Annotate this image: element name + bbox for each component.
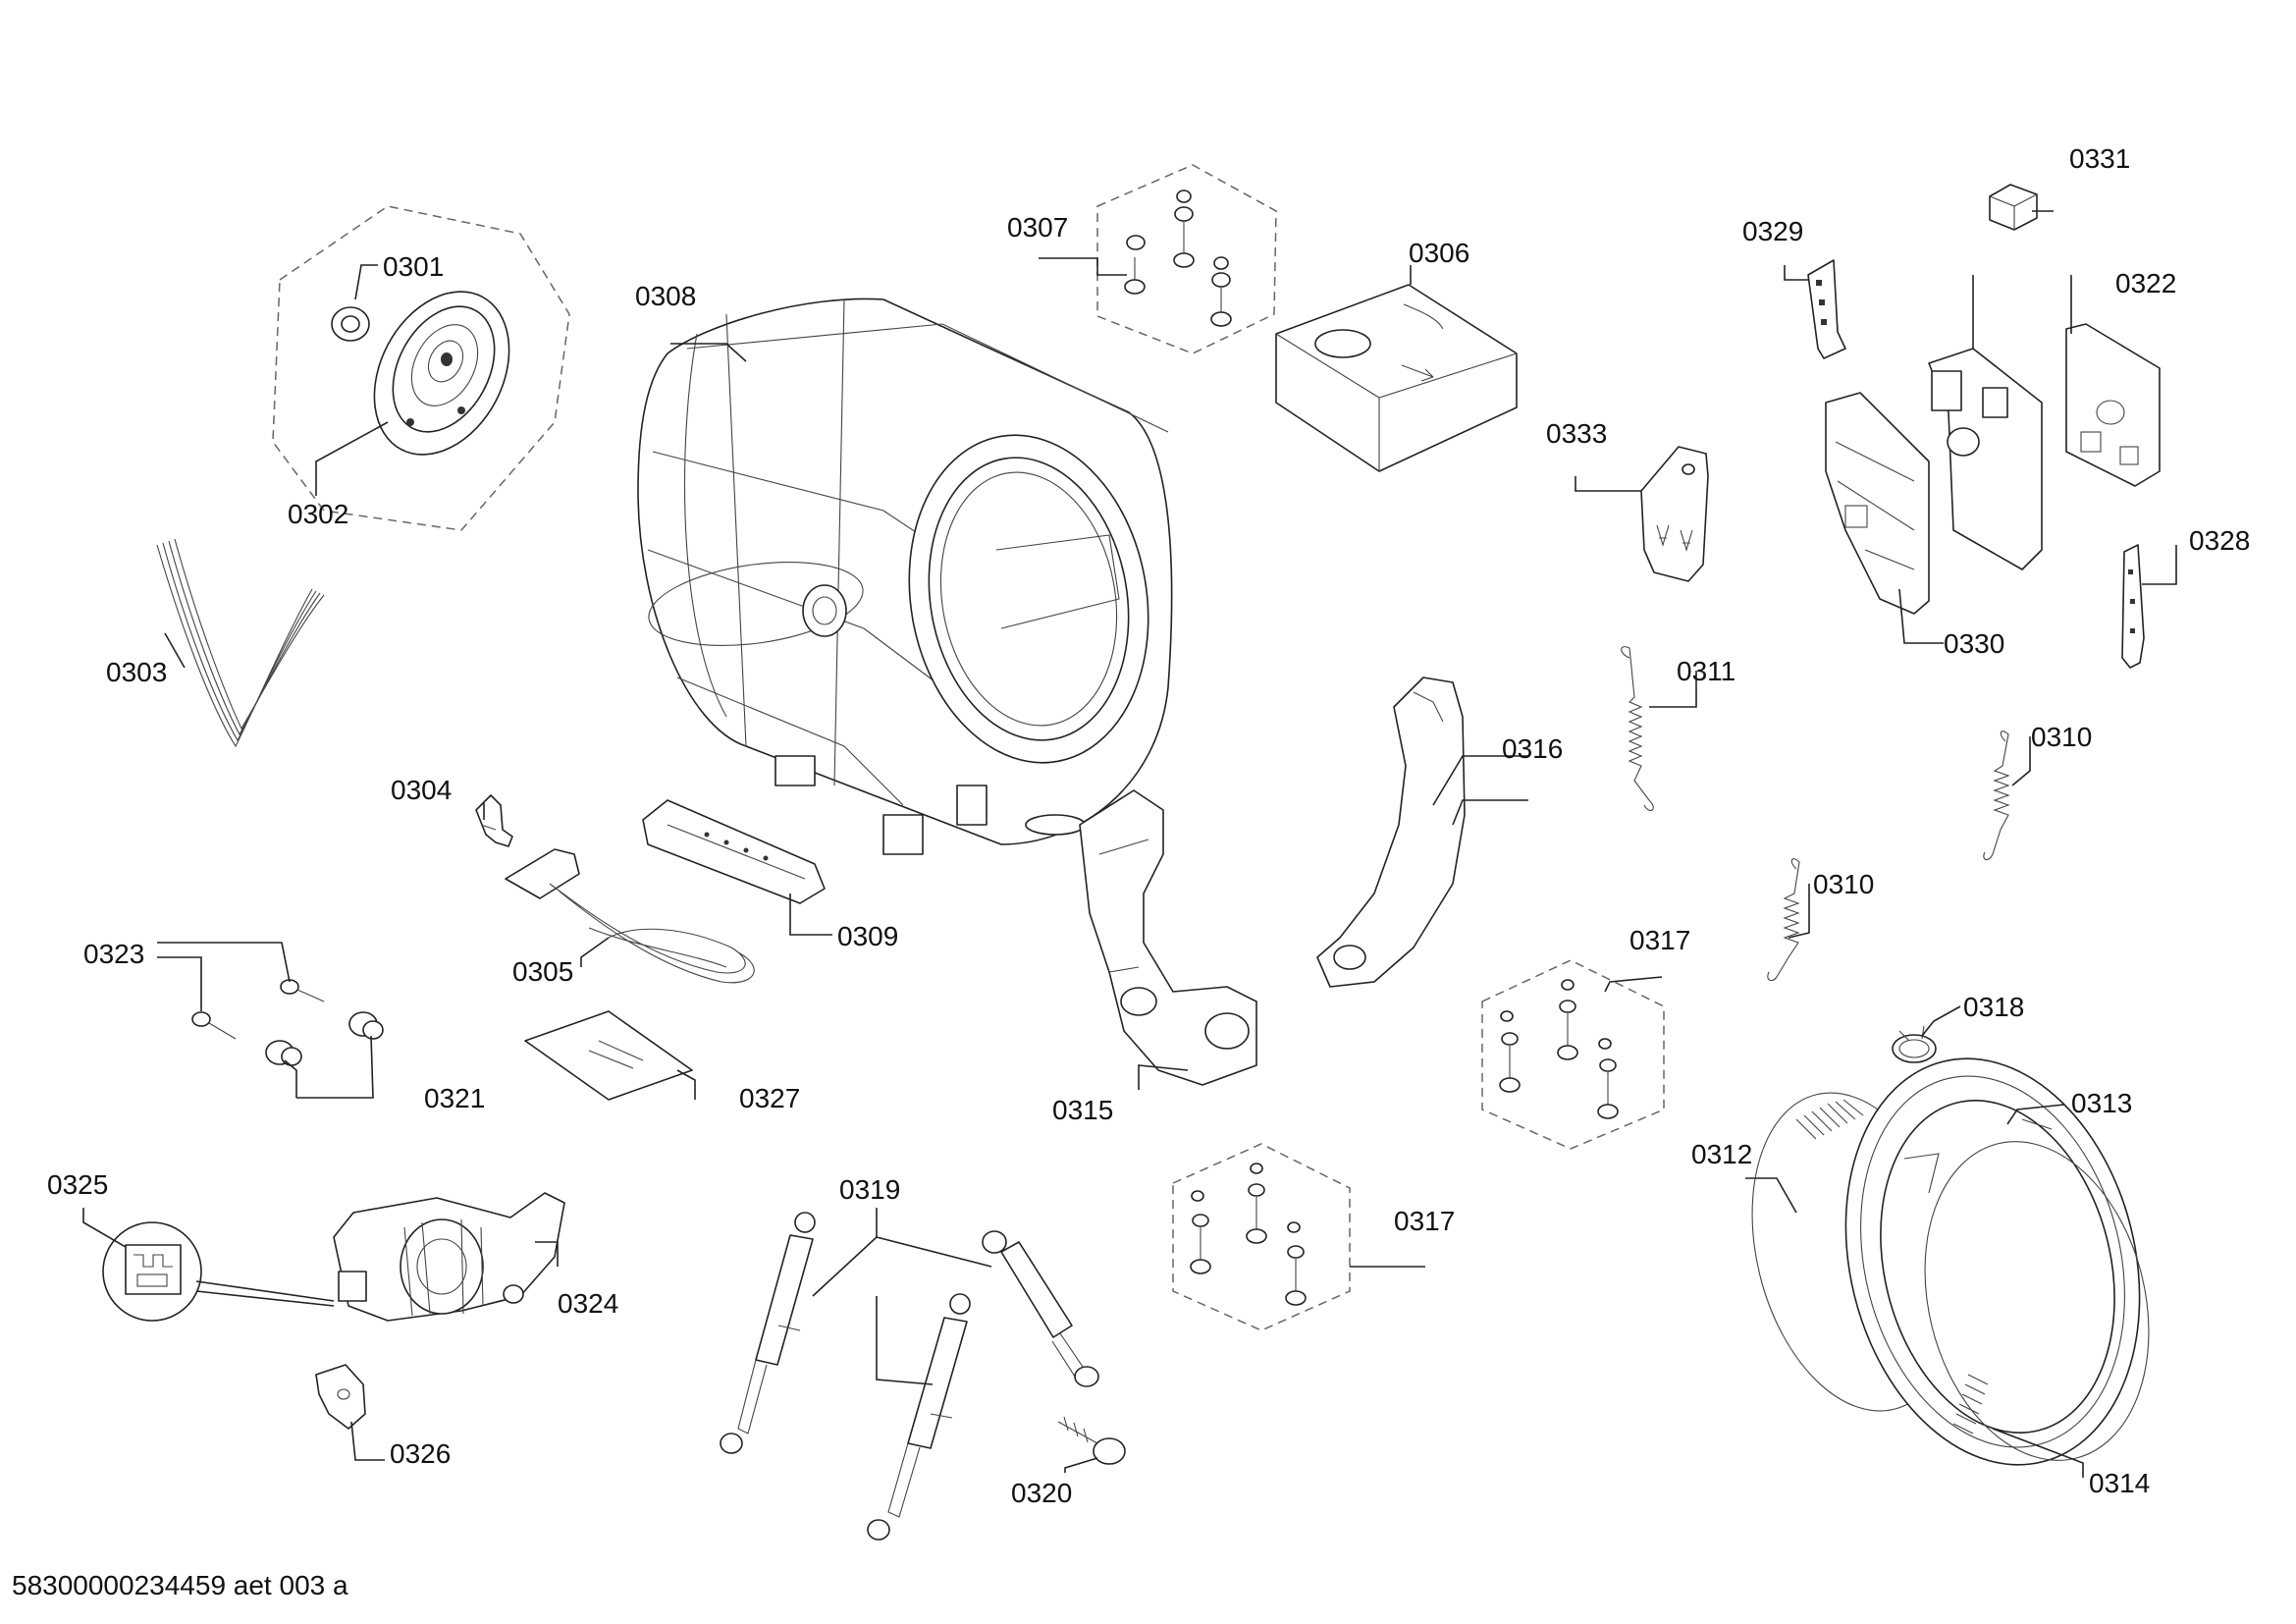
screw-0317a-2 — [1557, 979, 1578, 1060]
label-0333: 0333 — [1546, 418, 1607, 449]
baffle-0309 — [642, 799, 826, 904]
label-0305: 0305 — [512, 956, 573, 987]
group-outline-0317b — [1172, 1143, 1351, 1331]
label-0306: 0306 — [1409, 238, 1469, 268]
screw-0317a-1 — [1499, 1010, 1521, 1093]
label-0316: 0316 — [1502, 733, 1563, 764]
pulley-nut — [331, 306, 370, 342]
group-outline-0317a — [1481, 959, 1665, 1150]
shock-absorbers — [720, 1212, 1099, 1541]
label-0321: 0321 — [424, 1083, 485, 1113]
screw-0317b-1 — [1190, 1190, 1211, 1274]
module-housing-0330 — [1825, 392, 1930, 615]
label-0331: 0331 — [2069, 143, 2130, 174]
counterweight-right — [1316, 677, 1466, 988]
screw-0317b-2 — [1246, 1163, 1267, 1244]
spring-0311 — [1621, 646, 1654, 811]
screw-1 — [1124, 235, 1146, 295]
tub-assembly — [637, 298, 1173, 855]
motor-0324 — [333, 1192, 565, 1322]
label-0323: 0323 — [83, 939, 144, 969]
temperature-sensor — [475, 794, 513, 847]
label-0309: 0309 — [837, 921, 898, 951]
door-seal-group — [1751, 1057, 2150, 1466]
clip-0326 — [315, 1364, 366, 1430]
callout-labels: 0301 0302 0303 0304 0305 0306 0307 0308 … — [47, 143, 2250, 1508]
label-0312: 0312 — [1691, 1139, 1752, 1169]
drive-belt — [156, 538, 325, 748]
connector-0331 — [1989, 184, 2038, 231]
counterweight-block — [1275, 284, 1518, 472]
connector-detail-0325 — [102, 1221, 202, 1322]
label-0310-lower: 0310 — [1813, 869, 1874, 899]
label-0317-lower: 0317 — [1394, 1206, 1455, 1236]
label-0307: 0307 — [1007, 212, 1068, 243]
label-0318: 0318 — [1963, 992, 2024, 1022]
screw-0320 — [1057, 1416, 1126, 1465]
screw-group-0307 — [1096, 164, 1277, 354]
hose-clamp — [1892, 1025, 1937, 1063]
label-0301: 0301 — [383, 251, 444, 282]
label-0320: 0320 — [1011, 1478, 1072, 1508]
screw-0323b — [191, 1011, 237, 1040]
bracket-plate — [1640, 446, 1709, 582]
label-0328: 0328 — [2189, 525, 2250, 556]
label-0303: 0303 — [106, 657, 167, 687]
spring-0310b — [1767, 858, 1800, 982]
screw-3 — [1210, 256, 1232, 327]
screw-2 — [1173, 189, 1195, 268]
label-0327: 0327 — [739, 1083, 800, 1113]
drawing-reference: 58300000234459 aet 003 a — [12, 1570, 348, 1600]
counterweight-left — [1079, 789, 1257, 1086]
screw-0317a-3 — [1597, 1038, 1619, 1119]
screw-0317b-3 — [1285, 1221, 1307, 1306]
label-0315: 0315 — [1052, 1095, 1113, 1125]
label-0302: 0302 — [288, 499, 348, 529]
label-0322: 0322 — [2115, 268, 2176, 298]
screws-and-feet — [191, 979, 384, 1066]
foot-0321b — [348, 1011, 384, 1040]
shock-absorber-2 — [867, 1293, 971, 1541]
leader-lines — [82, 210, 2177, 1478]
label-0324: 0324 — [558, 1288, 618, 1319]
label-0325: 0325 — [47, 1169, 108, 1200]
seal-wire-0314 — [1924, 1141, 2150, 1461]
label-0314: 0314 — [2089, 1468, 2150, 1498]
label-0308: 0308 — [635, 281, 696, 311]
shock-absorber-3 — [982, 1230, 1099, 1387]
label-0326: 0326 — [390, 1438, 451, 1469]
foot-0321a — [265, 1040, 302, 1066]
label-0313: 0313 — [2071, 1088, 2132, 1118]
label-0330: 0330 — [1944, 628, 2004, 659]
instruction-sheet — [524, 1010, 693, 1101]
label-0317-upper: 0317 — [1629, 925, 1690, 955]
heating-element — [505, 848, 755, 984]
group-outline-0307 — [1096, 164, 1277, 354]
label-0304: 0304 — [391, 775, 452, 805]
connector-strip-0329 — [1807, 259, 1846, 359]
label-0311: 0311 — [1677, 656, 1735, 686]
connector-strip-0328 — [2121, 544, 2145, 669]
label-0329: 0329 — [1742, 216, 1803, 246]
spring-0310a — [1983, 731, 2010, 861]
pulley-group — [272, 205, 570, 531]
motor-group — [102, 1192, 565, 1322]
label-0319: 0319 — [839, 1174, 900, 1205]
screw-group-0317a — [1481, 959, 1665, 1150]
shock-absorber-1 — [720, 1212, 816, 1454]
pulley-wheel — [373, 291, 510, 456]
electronics-group — [1807, 184, 2161, 669]
screw-group-0317b — [1172, 1143, 1351, 1331]
label-0310-upper: 0310 — [2031, 722, 2092, 752]
control-module-0322 — [1928, 323, 2161, 570]
screw-0323a — [280, 979, 325, 1002]
